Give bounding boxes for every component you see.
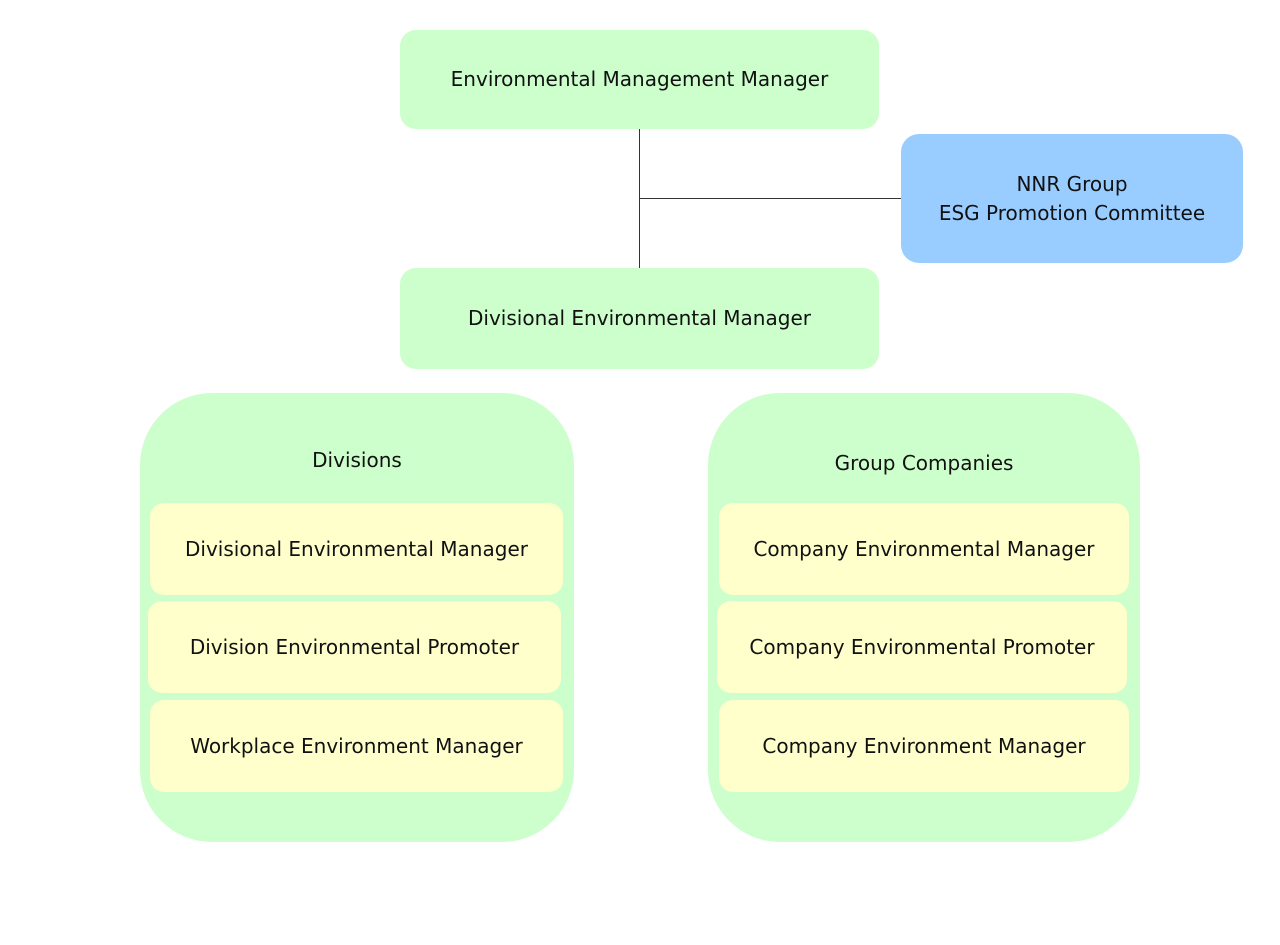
group-item: Division Environmental Promoter <box>148 601 561 693</box>
group-item: Company Environmental Promoter <box>717 601 1127 693</box>
item-label: Workplace Environment Manager <box>190 733 523 758</box>
item-label: Division Environmental Promoter <box>189 634 520 659</box>
horizontal-connector-line <box>639 198 901 199</box>
item-label: Divisional Environmental Manager <box>185 536 528 561</box>
group-title: Divisions <box>312 448 402 472</box>
divisional-environmental-manager-node: Divisional Environmental Manager <box>400 268 879 369</box>
divisions-group: Divisions Divisional Environmental Manag… <box>140 393 574 842</box>
esg-promotion-committee-node: NNR Group ESG Promotion Committee <box>901 134 1243 263</box>
group-item: Workplace Environment Manager <box>150 700 563 792</box>
group-title: Group Companies <box>834 451 1014 475</box>
node-label-line1: NNR Group <box>1016 171 1128 196</box>
node-label-line2: ESG Promotion Committee <box>938 200 1206 225</box>
group-item: Company Environment Manager <box>719 700 1129 792</box>
item-label: Company Environmental Promoter <box>749 634 1095 659</box>
environmental-management-manager-node: Environmental Management Manager <box>400 30 879 129</box>
node-label: Environmental Management Manager <box>450 67 829 91</box>
node-label: Divisional Environmental Manager <box>468 306 811 330</box>
group-item: Company Environmental Manager <box>719 503 1129 595</box>
item-label: Company Environmental Manager <box>753 536 1095 561</box>
group-companies-group: Group Companies Company Environmental Ma… <box>708 393 1140 842</box>
item-label: Company Environment Manager <box>762 733 1086 758</box>
group-item: Divisional Environmental Manager <box>150 503 563 595</box>
